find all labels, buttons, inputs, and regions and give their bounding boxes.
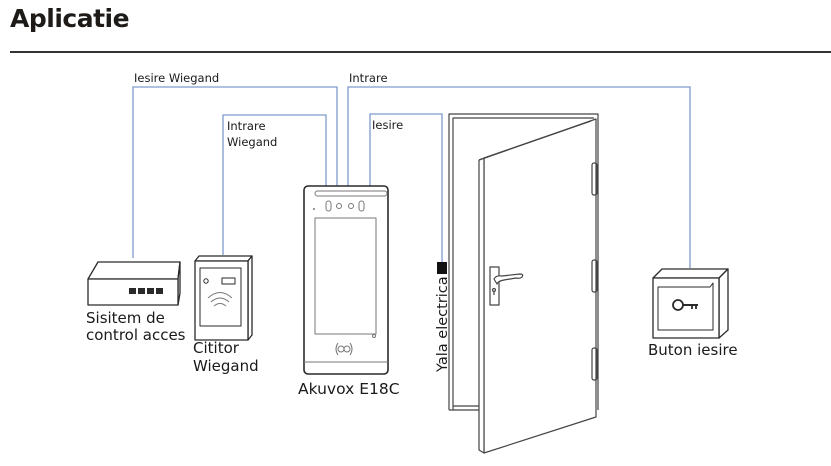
wire-iesire (369, 113, 443, 262)
wire-label-intrare: Intrare (349, 71, 388, 85)
door-icon (448, 113, 599, 454)
controller-label-1: Sisitem de (86, 309, 165, 327)
reader-label-1: Cititor (193, 339, 240, 357)
wire-label-iesire: Iesire (372, 118, 403, 132)
exit-button-icon (652, 268, 729, 339)
title-divider (10, 51, 831, 53)
access-controller-icon (87, 261, 181, 306)
lock-label: Yala electrica (435, 276, 451, 373)
wire-iesire-wiegand (132, 86, 338, 258)
electric-lock-icon (437, 262, 447, 274)
intercom-label: Akuvox E18C (298, 380, 400, 398)
wire-label-intrare-wiegand-2: Wiegand (227, 135, 277, 149)
wire-intrare (347, 86, 691, 268)
wire-label-iesire-wiegand: Iesire Wiegand (134, 71, 219, 85)
controller-label-2: control acces (86, 326, 186, 344)
intercom-panel-icon (303, 185, 389, 375)
exit-button-label: Buton iesire (648, 341, 738, 359)
card-reader-icon (194, 255, 253, 341)
reader-label-2: Wiegand (193, 357, 259, 375)
wire-label-intrare-wiegand-1: Intrare (227, 119, 266, 133)
page-title: Aplicatie (10, 4, 130, 33)
wire-intrare-wiegand (222, 114, 327, 255)
